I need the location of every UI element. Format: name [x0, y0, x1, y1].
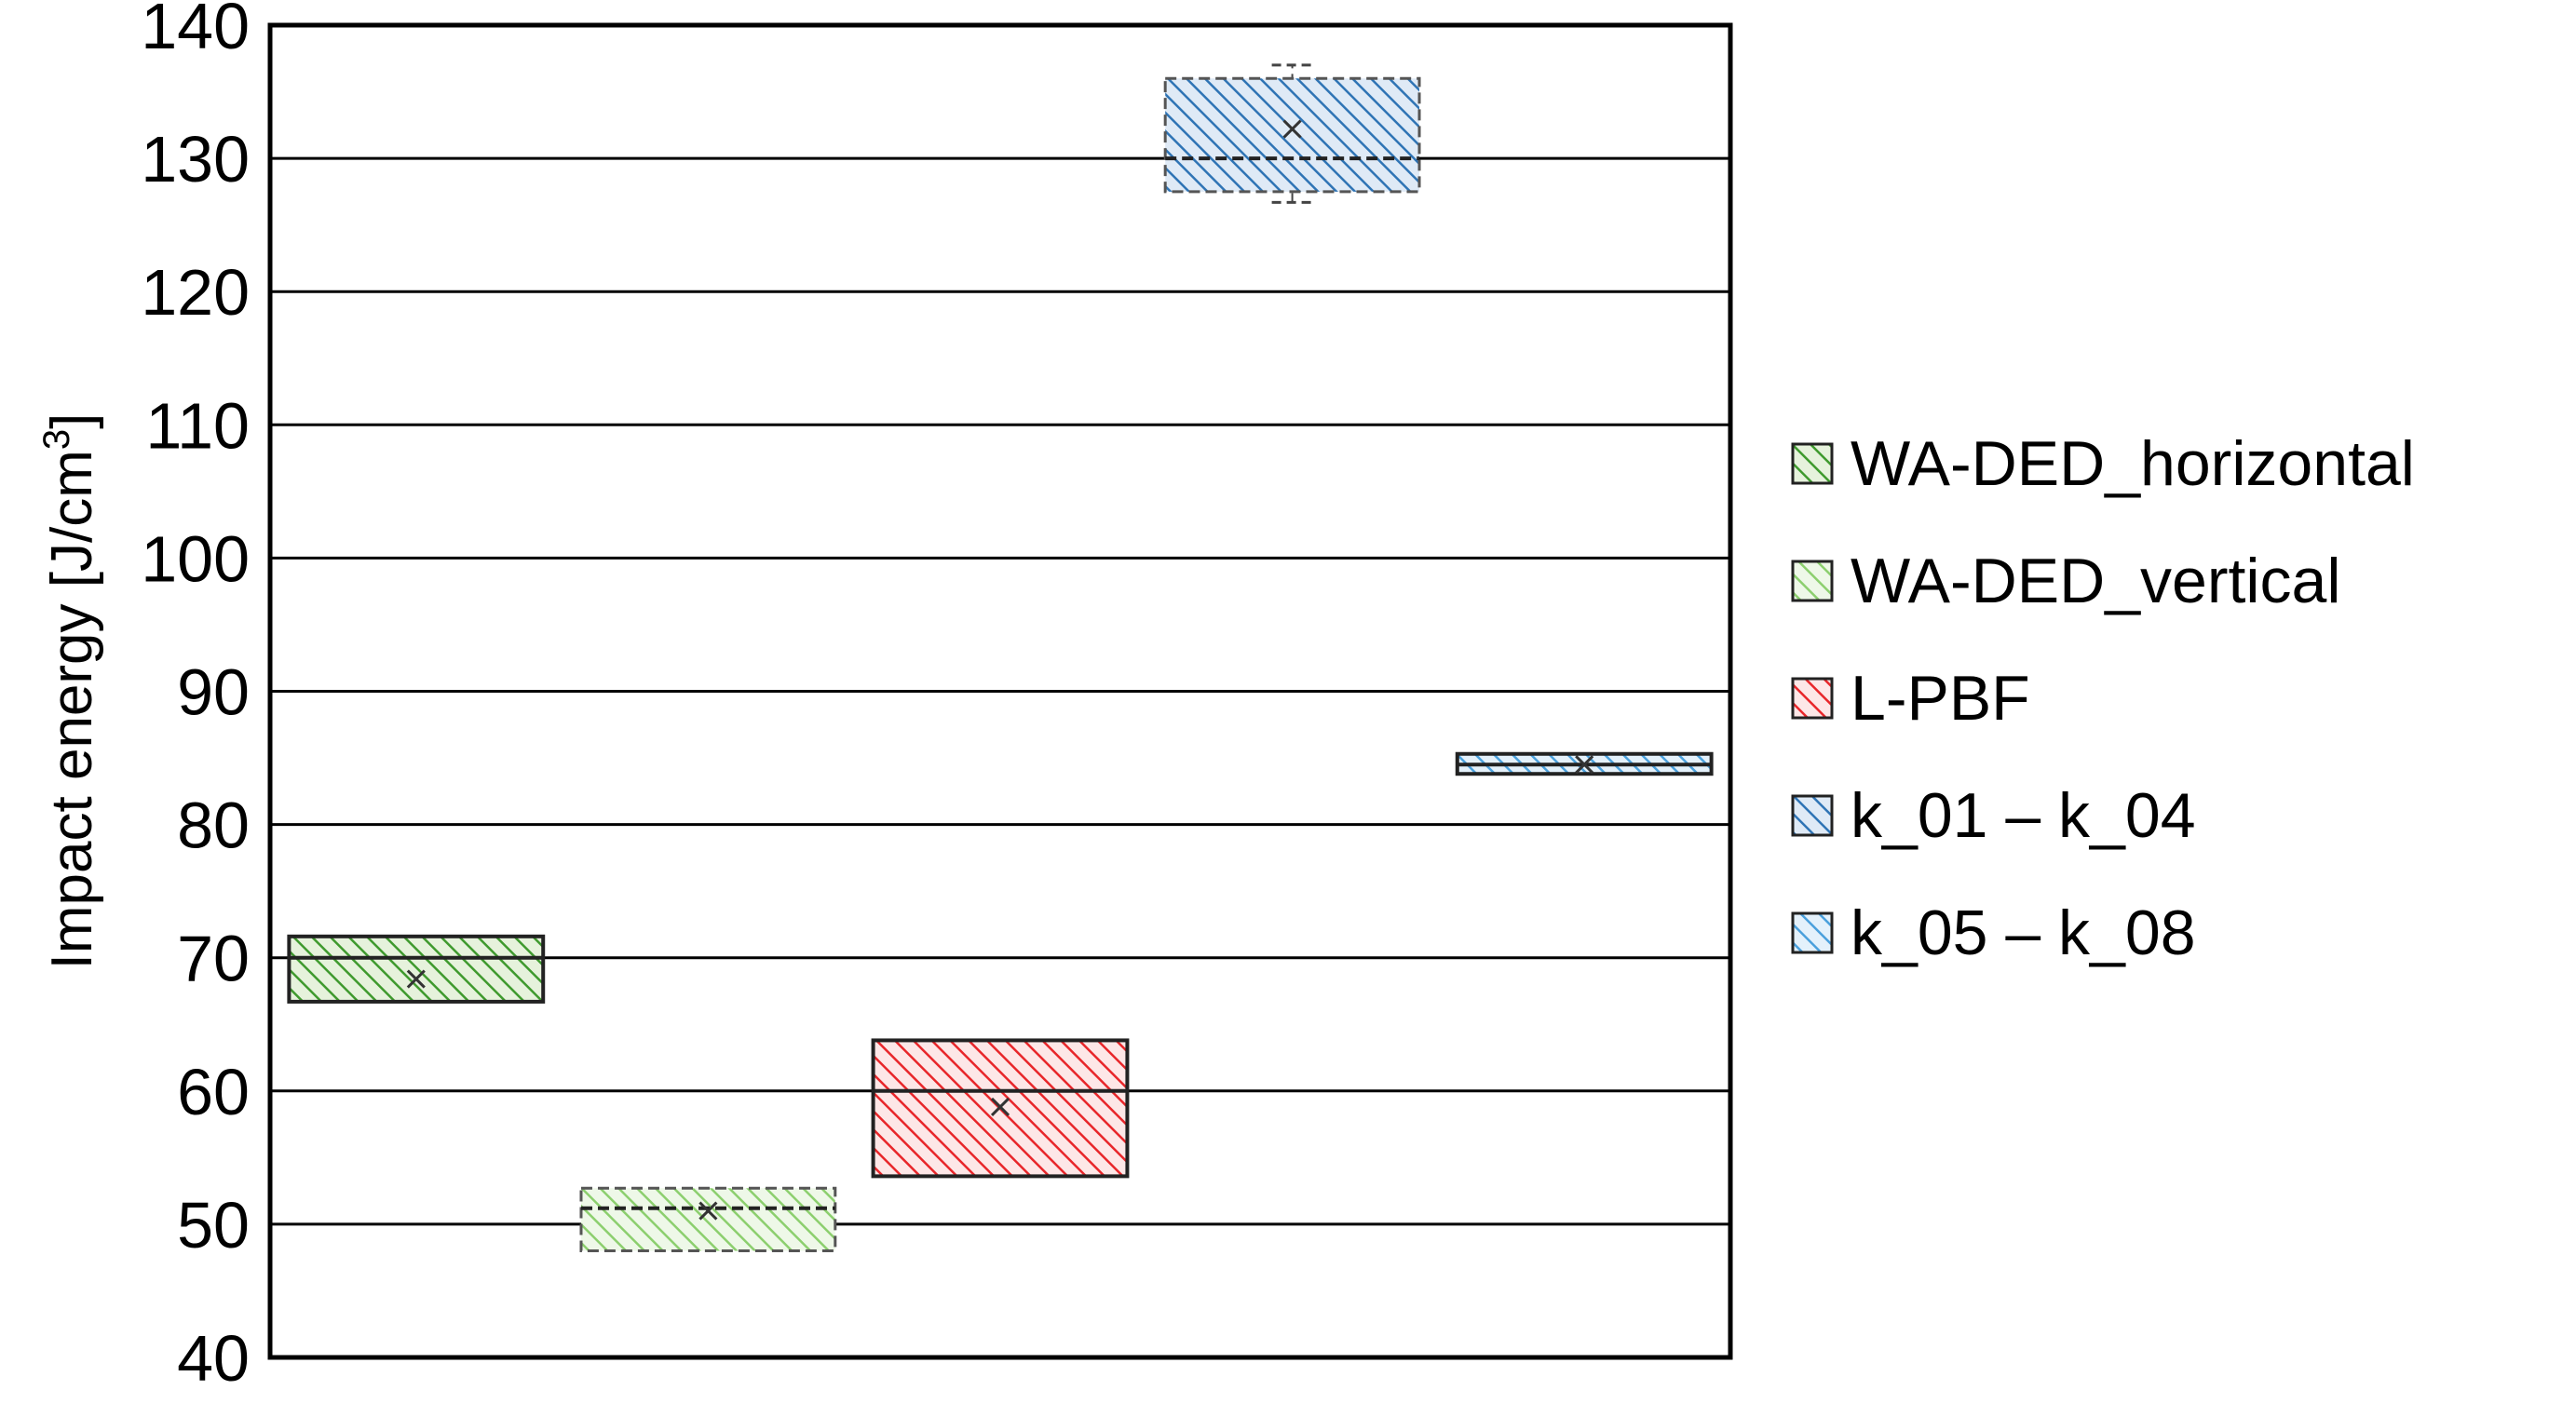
y-tick-label: 120	[141, 256, 250, 329]
y-axis-label-close: ]	[40, 413, 104, 429]
box-mean-marker	[698, 1201, 718, 1221]
legend-swatch	[1791, 442, 1834, 485]
legend-swatch	[1791, 911, 1834, 954]
y-tick-label: 70	[177, 923, 250, 995]
y-tick-label: 90	[177, 656, 250, 729]
y-tick-label: 60	[177, 1056, 250, 1128]
box-2	[579, 1186, 837, 1253]
box-iqr	[1163, 76, 1421, 194]
legend-swatch	[1791, 794, 1834, 837]
legend-label: L-PBF	[1851, 663, 2030, 734]
legend-swatch	[1791, 677, 1834, 720]
box-mean-marker	[1575, 755, 1594, 775]
y-tick-label: 110	[145, 389, 250, 462]
boxes	[287, 63, 1714, 1253]
box-mean-marker	[990, 1097, 1010, 1117]
y-axis-label-main: Impact energy [J/cm	[40, 450, 104, 969]
box-5	[1455, 751, 1714, 776]
y-axis-label: Impact energy [J/cm3]	[36, 413, 104, 970]
legend-label: k_05 – k_08	[1851, 897, 2196, 968]
legend-swatch	[1791, 560, 1834, 602]
y-tick-label: 50	[177, 1189, 250, 1262]
box-1	[287, 934, 546, 1004]
y-axis-label-superscript: 3	[36, 429, 77, 450]
y-tick-label: 140	[141, 0, 250, 62]
box-mean-marker	[406, 969, 426, 989]
plot-frame	[267, 22, 1733, 1360]
box-3	[871, 1038, 1130, 1179]
legend-label: k_01 – k_04	[1851, 780, 2196, 851]
legend-label: WA-DED_horizontal	[1851, 428, 2415, 499]
box-4	[1163, 63, 1421, 204]
y-tick-label: 40	[177, 1322, 250, 1395]
y-tick-label: 130	[141, 123, 250, 196]
y-tick-label: 80	[177, 789, 250, 862]
y-axis-ticks: 40 50 60 70 80 90 100 110 120 130 140	[141, 0, 250, 1395]
box-mean-marker	[1282, 119, 1302, 139]
legend-label: WA-DED_vertical	[1851, 546, 2340, 616]
box-iqr	[579, 1186, 837, 1253]
box-iqr	[287, 934, 546, 1004]
y-tick-label: 100	[141, 522, 250, 595]
